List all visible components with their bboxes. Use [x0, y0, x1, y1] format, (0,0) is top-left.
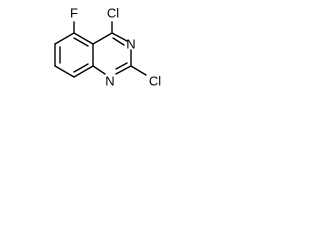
nitrogen-atom-label-bottom: N — [105, 74, 114, 89]
double-bond-inner-bottom — [73, 63, 89, 73]
double-bond-c4-n3 — [112, 37, 125, 46]
nitrogen-atom-label-right: N — [126, 37, 135, 52]
chlorine-atom-label-top: Cl — [107, 6, 119, 21]
bond-c4-n3 — [111, 32, 128, 42]
chlorine-atom-label-bottom: Cl — [149, 74, 161, 89]
bond-c2-cl — [130, 65, 147, 76]
bond-c2-n1 — [115, 65, 132, 75]
bond-c8-c9 — [54, 65, 75, 78]
bond-c9-c10 — [73, 65, 94, 78]
double-bond-c2-n1 — [115, 62, 128, 70]
bond-c6-c7 — [54, 32, 75, 45]
bond-n1-c8a — [92, 65, 106, 75]
fluorine-atom-label: F — [70, 6, 78, 21]
double-bond-inner-top — [73, 37, 89, 47]
structure-diagram: F Cl N Cl N — [54, 6, 161, 89]
bond-c4a-c4 — [92, 32, 113, 45]
bond-c5-c6 — [73, 32, 94, 45]
